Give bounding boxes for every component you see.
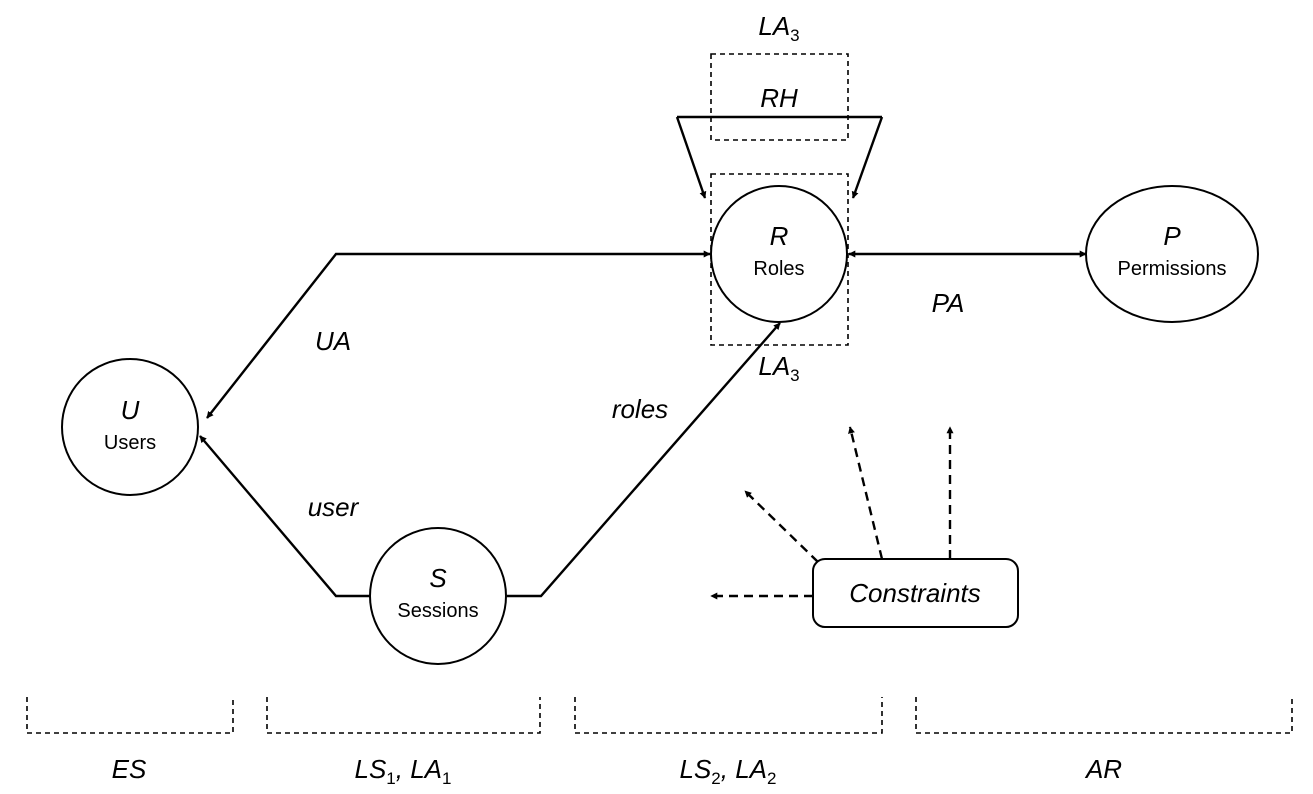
layer-label-es: ES	[112, 754, 147, 784]
permissions-node: P Permissions	[1085, 185, 1259, 323]
roles-name: Roles	[753, 258, 804, 280]
rh-arrow-left	[675, 116, 707, 199]
roles-edge-label: roles	[612, 394, 668, 424]
permissions-name: Permissions	[1118, 258, 1227, 280]
users-node: U Users	[61, 358, 199, 496]
roles-symbol: R	[770, 221, 789, 251]
users-symbol: U	[121, 395, 140, 425]
rh-arrow-right	[851, 116, 884, 199]
la3-top-label: LA3	[758, 11, 799, 45]
user-edge	[199, 435, 370, 598]
la3-top-box	[710, 53, 849, 141]
layer-bracket-es	[26, 697, 234, 734]
roles-edge	[507, 322, 781, 598]
layer-label-ls1-la1: LS1, LA1	[354, 754, 451, 788]
sessions-node: S Sessions	[369, 527, 507, 665]
constraints-label: Constraints	[849, 578, 981, 608]
roles-node: R Roles	[710, 185, 848, 323]
constraints-node: Constraints	[812, 558, 1019, 628]
layer-label-ls2-la2: LS2, LA2	[679, 754, 776, 788]
layer-bracket-ls2	[574, 697, 883, 734]
layer-label-ar: AR	[1084, 754, 1122, 784]
user-label: user	[308, 492, 360, 522]
pa-label: PA	[932, 288, 965, 318]
layer-bracket-ls1	[266, 697, 541, 734]
constraint-arrow-diag	[744, 490, 819, 563]
users-name: Users	[104, 432, 156, 454]
sessions-name: Sessions	[397, 600, 478, 622]
permissions-symbol: P	[1163, 221, 1181, 251]
constraint-arrow-up-left	[848, 426, 884, 560]
layer-bracket-ar	[915, 697, 1293, 734]
la3-bottom-label: LA3	[758, 351, 799, 385]
sessions-symbol: S	[429, 563, 447, 593]
ua-label: UA	[315, 326, 351, 356]
ua-edge	[206, 250, 711, 419]
rh-label: RH	[760, 83, 798, 113]
